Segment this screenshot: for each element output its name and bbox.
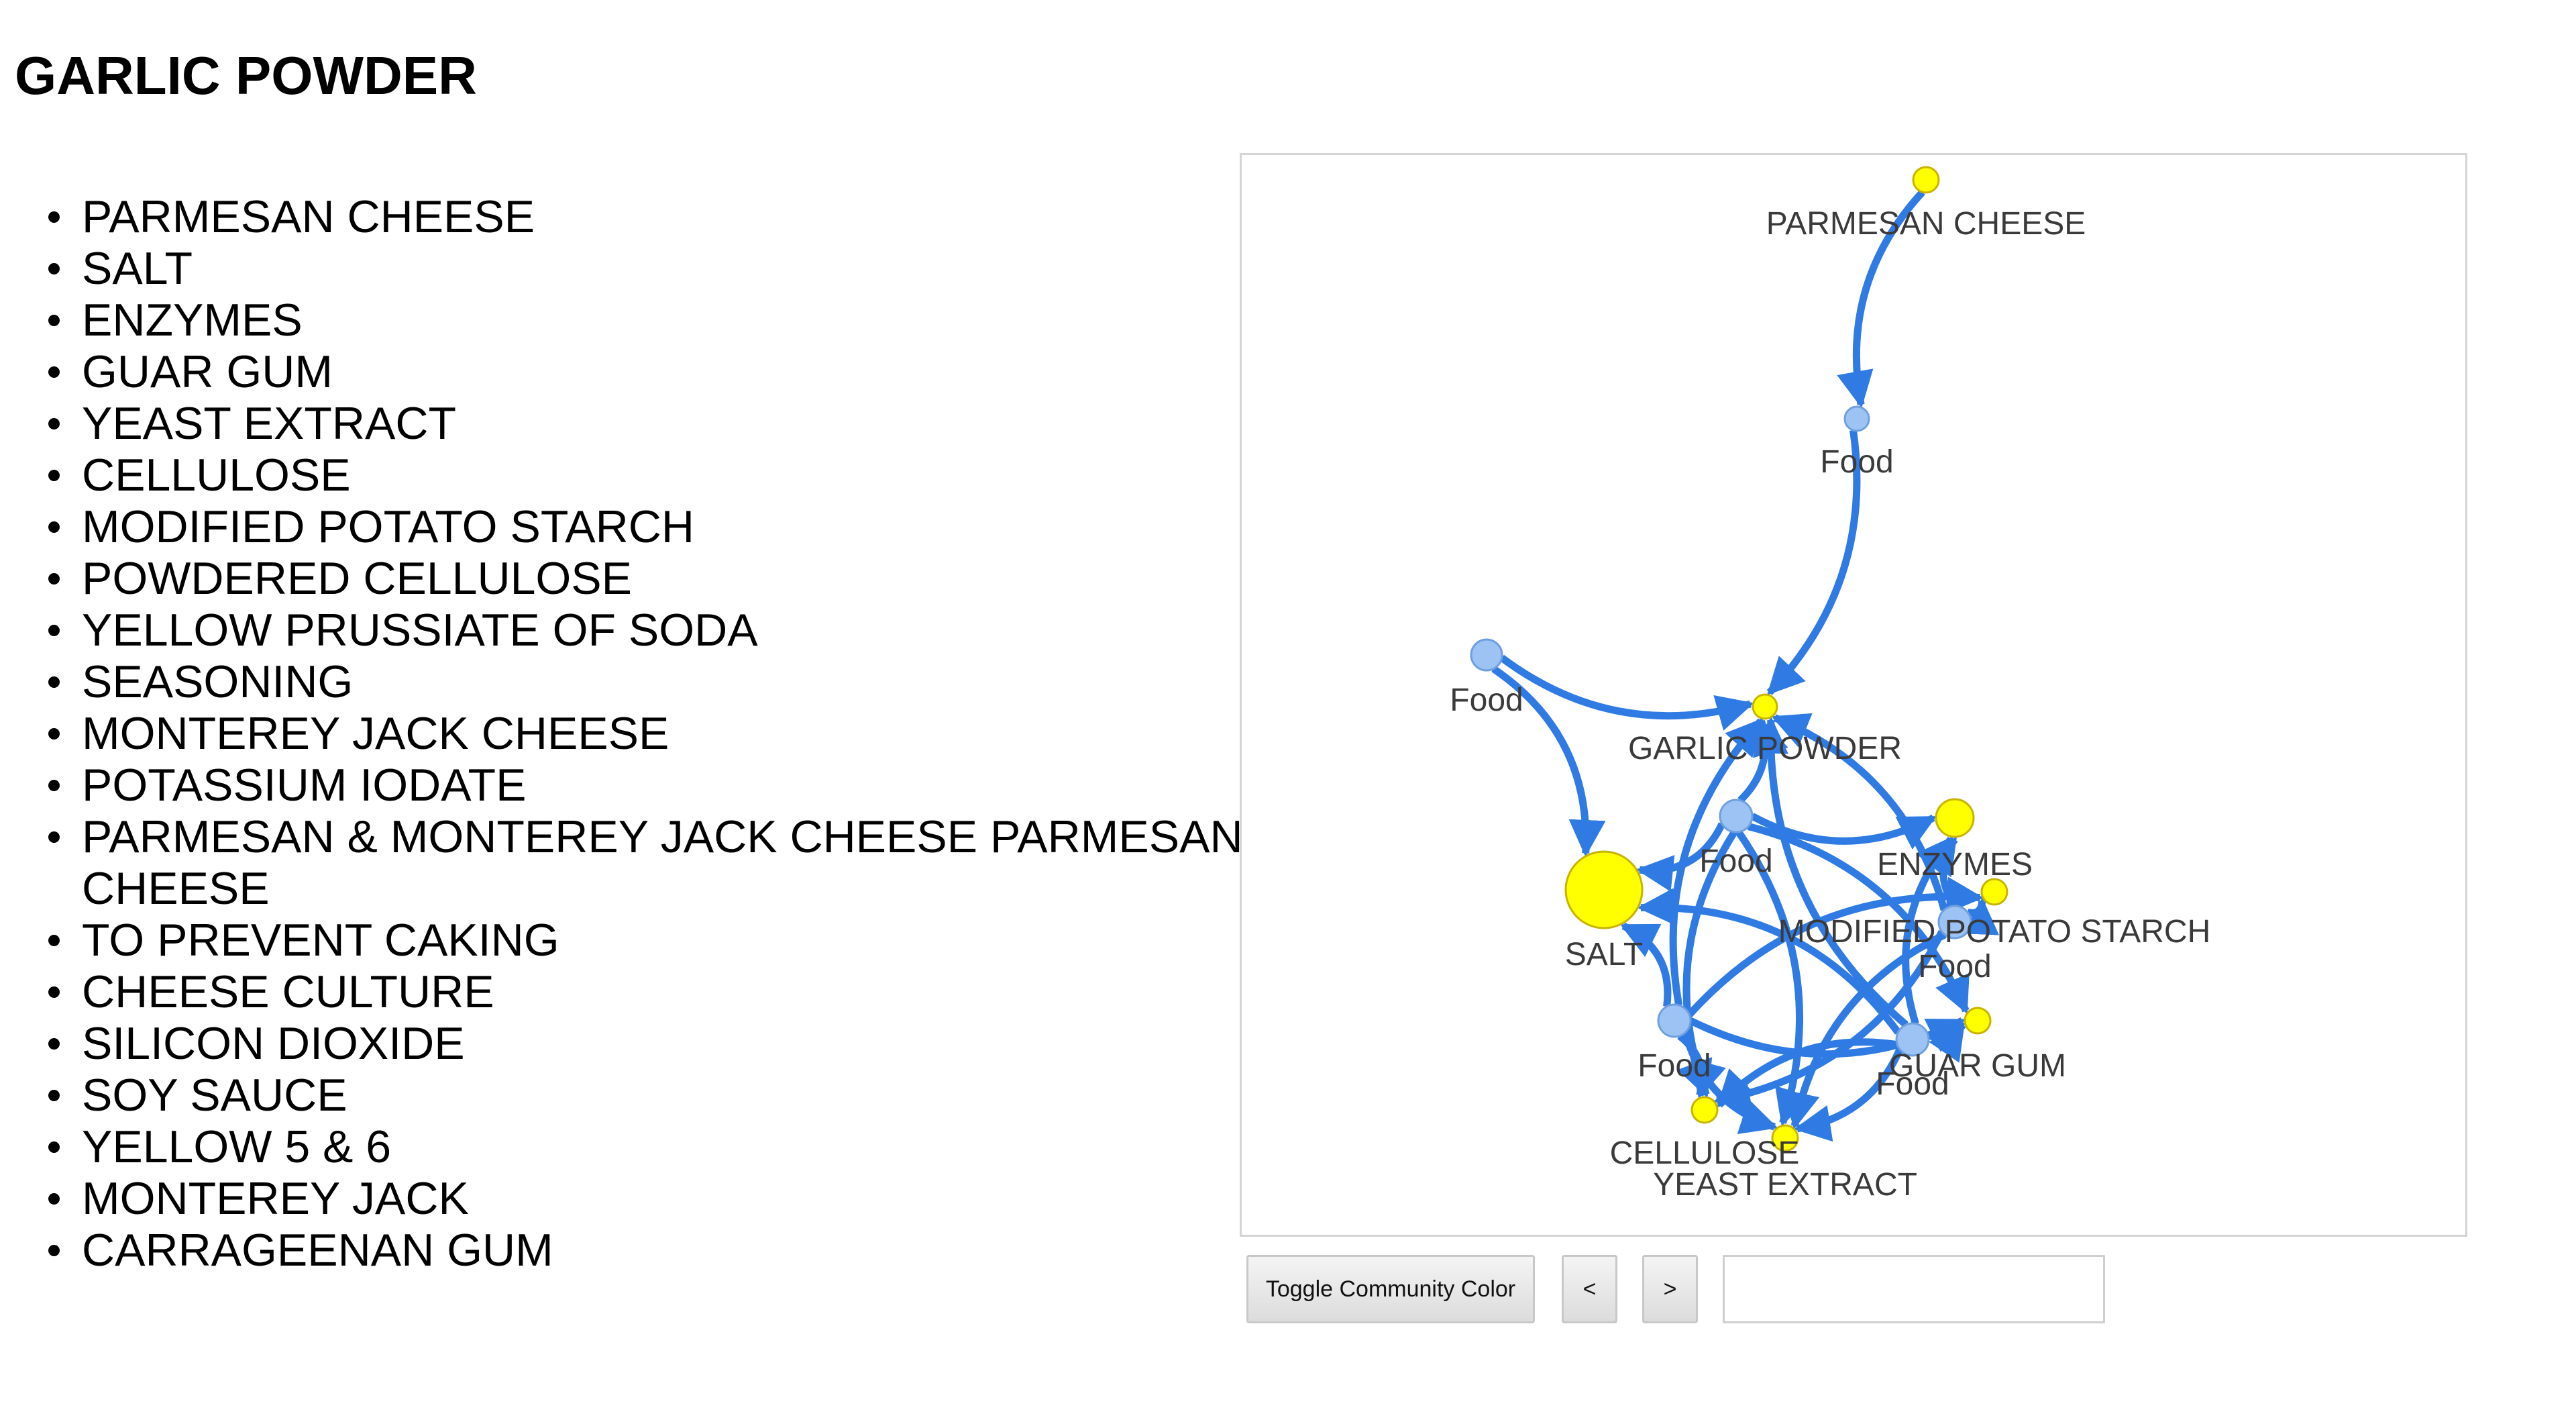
ingredient-item: SOY SAUCE <box>48 1070 1249 1121</box>
toggle-community-color-button[interactable]: Toggle Community Color <box>1246 1255 1535 1323</box>
ingredient-item: CHEESE CULTURE <box>48 966 1249 1018</box>
ingredient-item: SILICON DIOXIDE <box>48 1018 1249 1070</box>
ingredient-node[interactable] <box>1980 878 2008 906</box>
node-layer <box>1470 166 2008 1152</box>
graph-edge <box>1902 836 1954 1025</box>
node-label: Food <box>1876 1066 1949 1102</box>
graph-edge <box>1669 718 1764 1006</box>
ingredient-node[interactable] <box>1964 1007 1992 1035</box>
page-title: GARLIC POWDER <box>15 46 477 105</box>
graph-edge <box>1499 654 1754 731</box>
node-label: GARLIC POWDER <box>1628 731 1902 766</box>
node-label: YEAST EXTRACT <box>1653 1167 1917 1203</box>
search-input[interactable] <box>1723 1255 2105 1323</box>
ingredient-item: SALT <box>48 243 1249 295</box>
ingredient-item: POTASSIUM IODATE <box>48 760 1249 811</box>
node-label: GUAR GUM <box>1889 1048 2066 1084</box>
ingredient-item: CARRAGEENAN GUM <box>48 1225 1249 1276</box>
node-label: MODIFIED POTATO STARCH <box>1778 914 2210 950</box>
ingredient-item: MONTEREY JACK <box>48 1173 1249 1225</box>
food-node[interactable] <box>1470 638 1503 672</box>
ingredient-item: ENZYMES <box>48 295 1249 346</box>
graph-edge <box>1716 1038 1898 1108</box>
graph-edge <box>1619 922 1672 1007</box>
node-label: Food <box>1638 1048 1711 1084</box>
node-label: Food <box>1918 949 1991 984</box>
next-button[interactable]: > <box>1642 1255 1698 1323</box>
node-label: ENZYMES <box>1877 847 2033 882</box>
food-node[interactable] <box>1719 799 1754 833</box>
graph-edge <box>1793 1048 1904 1142</box>
node-label: Food <box>1699 844 1772 879</box>
food-node[interactable] <box>1657 1003 1692 1038</box>
ingredient-item: PARMESAN CHEESE <box>48 191 1249 243</box>
ingredient-item: YEAST EXTRACT <box>48 398 1249 450</box>
previous-button[interactable]: < <box>1562 1255 1617 1323</box>
edge-layer <box>1491 189 2000 1142</box>
ingredient-node[interactable] <box>1912 166 1940 194</box>
graph-edge <box>1637 888 1901 1035</box>
graph-edge <box>1962 897 2000 935</box>
ingredient-node[interactable] <box>1935 798 1975 838</box>
node-label: Food <box>1820 444 1893 480</box>
graph-edge <box>1751 716 1909 1028</box>
ingredient-item: MODIFIED POTATO STARCH <box>48 501 1249 553</box>
graph-edge <box>1783 931 1947 1130</box>
graph-edge <box>1766 429 1861 696</box>
ingredient-item: POWDERED CELLULOSE <box>48 553 1249 605</box>
graph-edge <box>1837 189 1925 409</box>
graph-edge <box>1635 822 1726 892</box>
ingredient-item: YELLOW 5 & 6 <box>48 1121 1249 1173</box>
ingredient-item: GUAR GUM <box>48 346 1249 398</box>
ingredient-item: YELLOW PRUSSIATE OF SODA <box>48 605 1249 656</box>
node-label: PARMESAN CHEESE <box>1766 206 2086 242</box>
graph-edge <box>1491 666 1606 857</box>
node-label: Food <box>1450 682 1523 718</box>
ingredient-node[interactable] <box>1752 693 1778 720</box>
node-label: SALT <box>1565 937 1643 972</box>
ingredient-item: MONTEREY JACK CHEESE <box>48 708 1249 760</box>
ingredient-node[interactable] <box>1690 1096 1719 1124</box>
food-node[interactable] <box>1895 1022 1930 1057</box>
ingredient-item: SEASONING <box>48 656 1249 708</box>
ingredient-item: TO PREVENT CAKING <box>48 915 1249 966</box>
ingredient-node[interactable] <box>1564 850 1644 929</box>
ingredient-node[interactable] <box>1771 1124 1799 1152</box>
ingredient-item: PARMESAN & MONTEREY JACK CHEESE PARMESAN… <box>48 811 1249 915</box>
node-label: CELLULOSE <box>1610 1135 1800 1171</box>
graph-edge <box>1926 1021 1966 1063</box>
graph-edge <box>1747 823 1970 1015</box>
ingredient-item: CELLULOSE <box>48 450 1249 501</box>
food-node[interactable] <box>1937 905 1972 939</box>
food-node[interactable] <box>1843 405 1870 432</box>
